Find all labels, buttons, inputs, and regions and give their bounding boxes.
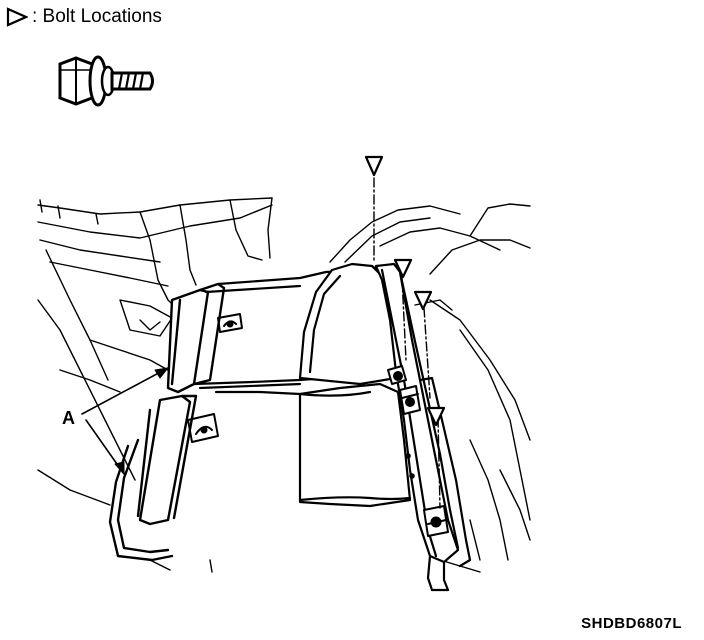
callout-label-a: A	[62, 408, 75, 428]
bolt-location-marker	[364, 155, 384, 177]
bolt-icon	[58, 55, 154, 107]
legend-text: : Bolt Locations	[32, 6, 162, 27]
open-triangle-right-icon	[6, 7, 28, 27]
bolt-location-marker	[413, 290, 433, 311]
bolt-location-marker	[426, 406, 446, 427]
legend: : Bolt Locations	[6, 6, 162, 28]
figure-code: SHDBD6807L	[581, 615, 682, 632]
bolt-location-marker	[393, 258, 413, 279]
